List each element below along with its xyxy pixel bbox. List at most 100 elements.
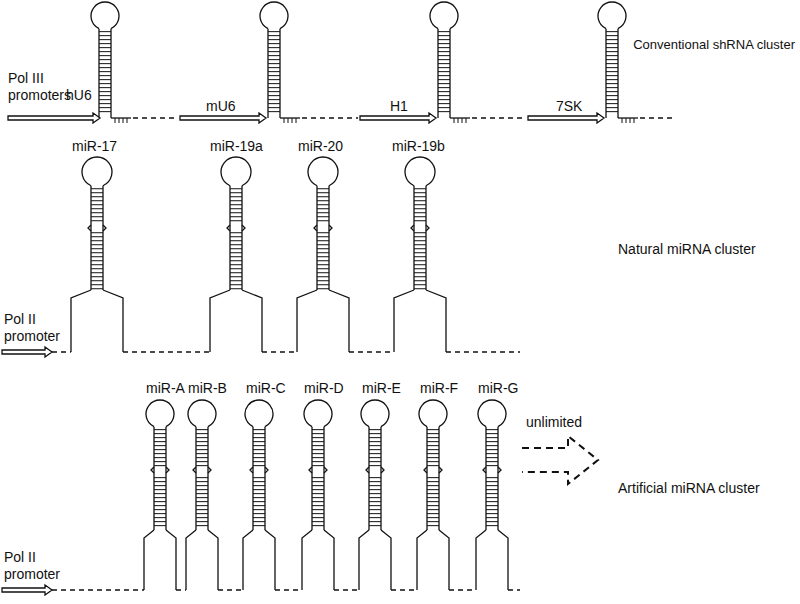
base-pair xyxy=(317,248,329,249)
base-pair xyxy=(317,208,329,209)
base-pair xyxy=(369,461,381,462)
base-pair xyxy=(196,489,208,490)
base-pair xyxy=(154,481,166,482)
text-label: Natural miRNA cluster xyxy=(618,241,756,258)
overhang-tick xyxy=(119,118,120,123)
base-pair xyxy=(312,485,324,486)
base-pair xyxy=(91,204,103,205)
base-pair xyxy=(196,449,208,450)
base-pair xyxy=(317,288,329,289)
base-pair xyxy=(317,268,329,269)
base-pair xyxy=(414,220,426,221)
base-pair xyxy=(312,457,324,458)
base-pair xyxy=(414,216,426,217)
base-pair xyxy=(154,465,166,466)
stem-strand xyxy=(252,427,253,530)
stem-strand xyxy=(311,427,312,530)
base-pair xyxy=(196,437,208,438)
base-pair xyxy=(268,103,280,104)
base-pair xyxy=(268,31,280,32)
base-pair xyxy=(317,272,329,273)
loop xyxy=(419,400,447,427)
base-pair xyxy=(253,477,265,478)
loop xyxy=(405,157,435,186)
base-pair xyxy=(253,501,265,502)
base-pair xyxy=(606,35,618,36)
base-pair xyxy=(427,441,439,442)
base-pair xyxy=(253,513,265,514)
base-pair xyxy=(414,240,426,241)
base-pair xyxy=(427,485,439,486)
base-pair xyxy=(427,505,439,506)
base-pair xyxy=(99,31,111,32)
base-pair xyxy=(438,55,450,56)
stem-strand xyxy=(328,186,329,290)
base-pair xyxy=(317,232,329,233)
bulge xyxy=(411,225,429,231)
base-pair xyxy=(369,493,381,494)
base-pair xyxy=(438,83,450,84)
base-pair xyxy=(196,441,208,442)
base-pair xyxy=(253,465,265,466)
base-pair xyxy=(253,457,265,458)
base-pair xyxy=(91,196,103,197)
base-pair xyxy=(230,232,242,233)
stem-strand xyxy=(497,427,498,530)
base-pair xyxy=(268,67,280,68)
flank-strand xyxy=(208,530,218,590)
stem-strand xyxy=(437,116,438,118)
overhang-tick xyxy=(292,118,293,123)
base-pair xyxy=(606,59,618,60)
stem-strand xyxy=(617,29,618,116)
base-pair xyxy=(99,43,111,44)
base-pair xyxy=(486,433,498,434)
flank-strand xyxy=(242,290,262,352)
base-pair xyxy=(154,509,166,510)
stem-strand xyxy=(267,29,268,116)
base-pair xyxy=(196,445,208,446)
base-pair xyxy=(369,517,381,518)
base-pair xyxy=(369,521,381,522)
base-pair xyxy=(606,39,618,40)
base-pair xyxy=(606,111,618,112)
base-pair xyxy=(369,497,381,498)
base-pair xyxy=(253,449,265,450)
base-pair xyxy=(438,91,450,92)
base-pair xyxy=(317,200,329,201)
base-pair xyxy=(196,505,208,506)
base-pair xyxy=(606,71,618,72)
linker-dash xyxy=(349,351,394,352)
base-pair xyxy=(91,272,103,273)
linker-dash xyxy=(446,351,520,352)
base-pair xyxy=(91,280,103,281)
base-pair xyxy=(154,477,166,478)
base-pair xyxy=(369,485,381,486)
base-pair xyxy=(253,505,265,506)
text-label: Pol II promoter xyxy=(4,311,66,345)
base-pair xyxy=(427,517,439,518)
base-pair xyxy=(317,284,329,285)
base-pair xyxy=(486,525,498,526)
base-pair xyxy=(606,91,618,92)
base-pair xyxy=(196,457,208,458)
base-pair xyxy=(91,244,103,245)
base-pair xyxy=(427,461,439,462)
base-pair xyxy=(427,437,439,438)
base-pair xyxy=(312,453,324,454)
base-pair xyxy=(268,91,280,92)
base-pair xyxy=(486,509,498,510)
flank-strand xyxy=(243,530,253,590)
flank-strand xyxy=(297,290,317,352)
base-pair xyxy=(427,521,439,522)
base-pair xyxy=(154,485,166,486)
base-pair xyxy=(99,99,111,100)
base-pair xyxy=(230,244,242,245)
flank-strand xyxy=(210,290,230,352)
base-pair xyxy=(427,449,439,450)
text-label: Artificial miRNA cluster xyxy=(618,480,760,497)
base-pair xyxy=(268,111,280,112)
text-label: miR-F xyxy=(420,380,458,397)
base-pair xyxy=(268,95,280,96)
base-pair xyxy=(154,525,166,526)
overhang-tick xyxy=(127,118,128,123)
